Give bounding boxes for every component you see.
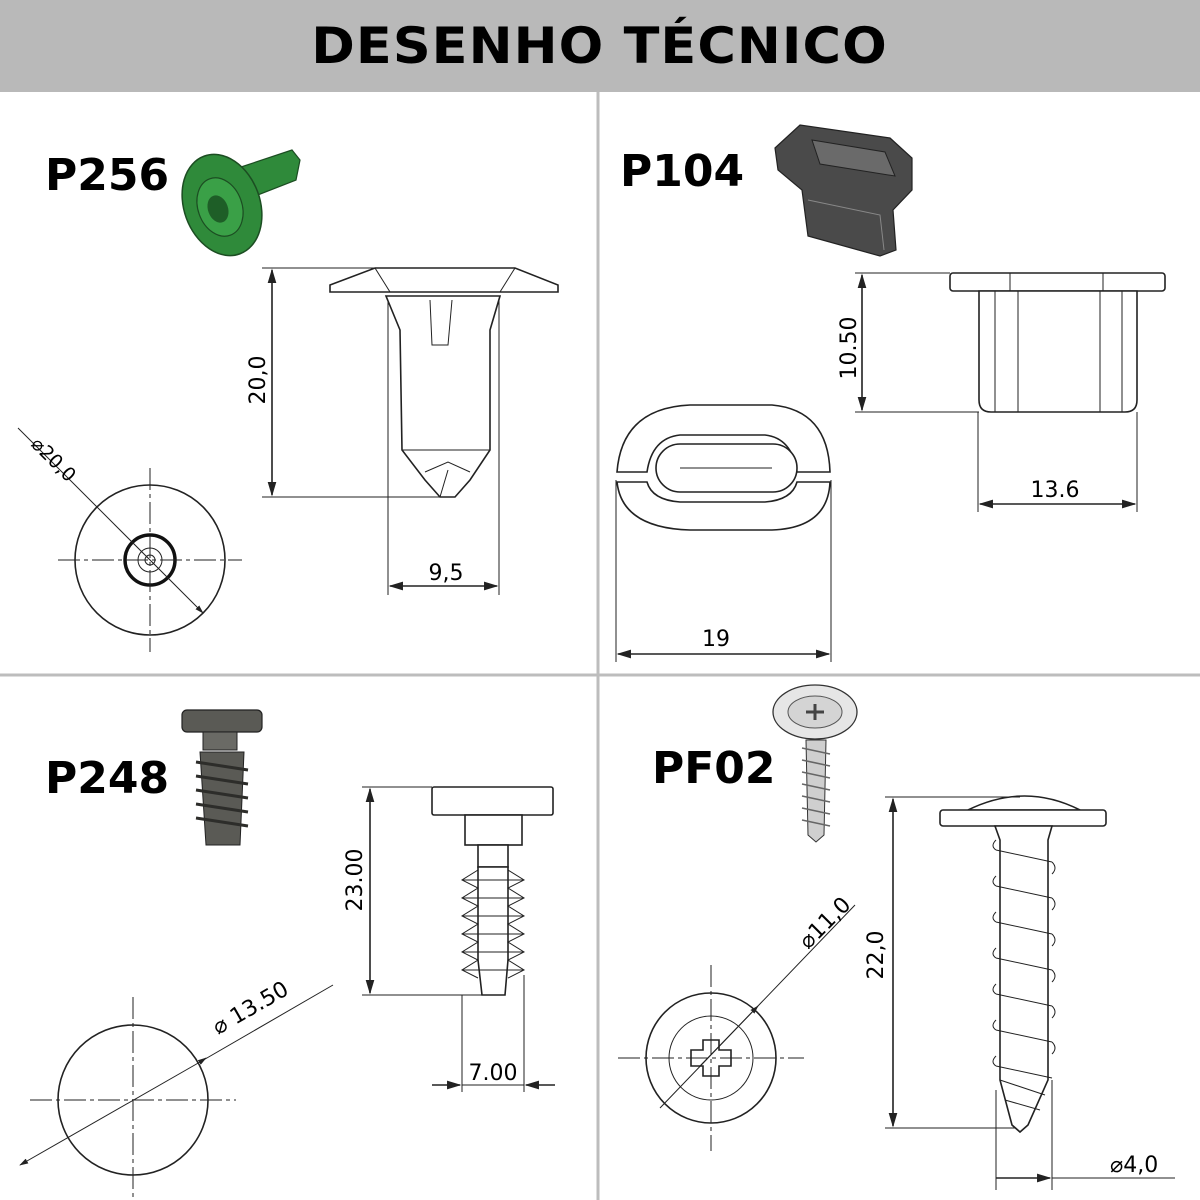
- p248-width-label: 7.00: [469, 1061, 518, 1086]
- p248-height-label: 23.00: [343, 849, 368, 912]
- part-code-pf02: PF02: [652, 743, 776, 794]
- p104-width-label: 13.6: [1031, 478, 1080, 503]
- p104-side-view: [949, 272, 1166, 413]
- panel-pf02: PF02 22,0 ⌀4,0: [618, 684, 1175, 1190]
- pf02-height-label: 22,0: [864, 931, 889, 980]
- p256-diameter-label: ⌀20,0: [26, 433, 80, 487]
- pf02-side-view: [939, 795, 1107, 1134]
- p104-length-label: 19: [702, 627, 730, 652]
- p256-thumbnail: [181, 149, 301, 257]
- p104-thumbnail: [774, 124, 913, 257]
- p248-side-view: [431, 786, 554, 996]
- part-code-p256: P256: [45, 150, 169, 201]
- pf02-shank-label: ⌀4,0: [1110, 1153, 1158, 1178]
- p248-top-view: [19, 984, 334, 1200]
- pf02-thumbnail: [772, 684, 858, 843]
- p256-height-label: 20,0: [246, 356, 271, 405]
- header-bar: DESENHO TÉCNICO: [0, 0, 1200, 92]
- panel-p256: P256 20,0 9,5: [17, 149, 559, 652]
- p248-thumbnail: [181, 709, 263, 846]
- part-code-p248: P248: [45, 753, 169, 804]
- p248-diameter-label: ⌀ 13.50: [209, 977, 294, 1040]
- pf02-diameter-label: ⌀11,0: [795, 893, 857, 955]
- page-title: DESENHO TÉCNICO: [311, 17, 889, 75]
- p104-top-view: [616, 404, 831, 531]
- panel-p248: P248 23.00: [19, 709, 555, 1200]
- p256-side-view: [329, 267, 559, 498]
- p256-top-view: [17, 427, 242, 652]
- panel-p104: P104 10.50 13.6: [615, 124, 1166, 662]
- part-code-p104: P104: [620, 146, 744, 197]
- pf02-top-view: [618, 904, 856, 1151]
- p104-height-label: 10.50: [837, 317, 862, 380]
- p256-width-label: 9,5: [429, 561, 464, 586]
